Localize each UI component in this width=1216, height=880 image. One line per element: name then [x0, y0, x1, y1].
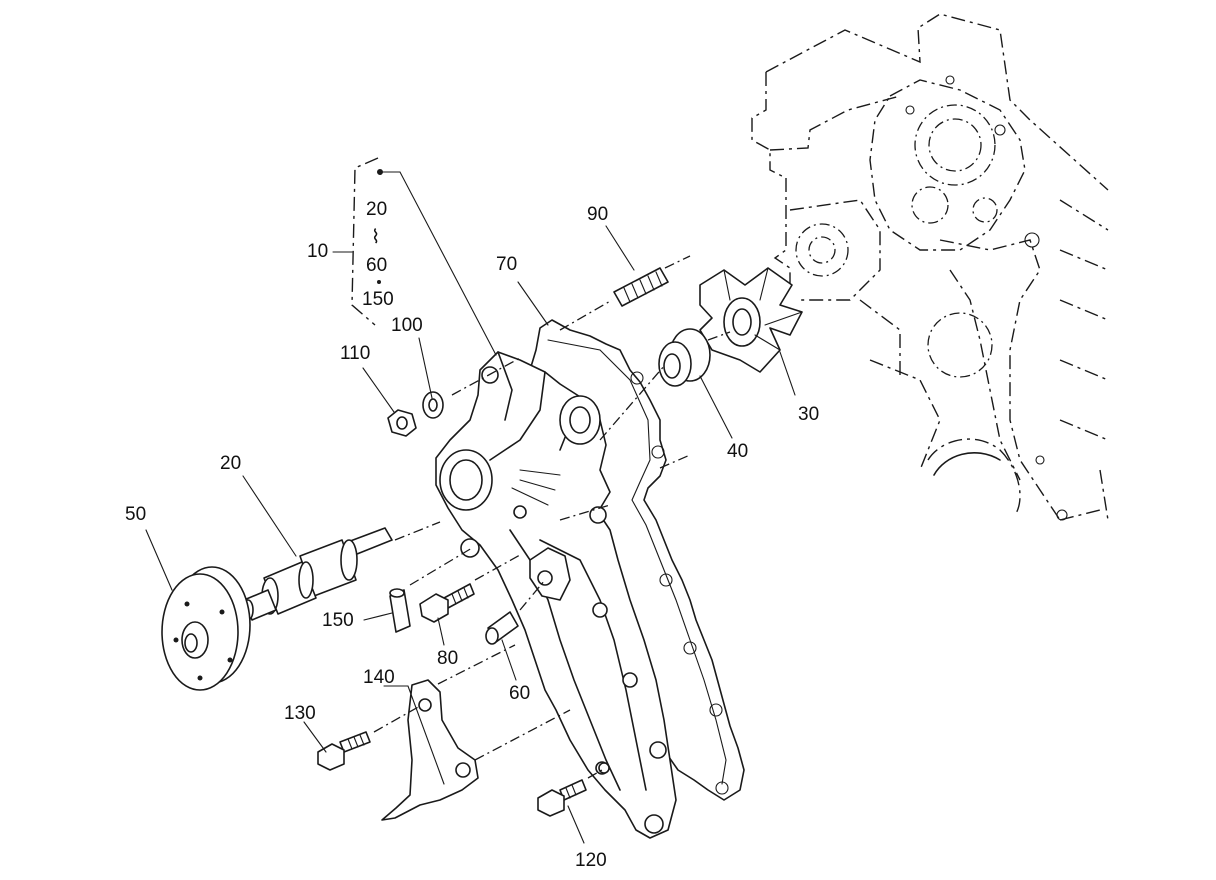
callout-10: 10: [307, 241, 328, 262]
bolt-part-120: [537, 762, 610, 817]
callout-80: 80: [437, 648, 458, 669]
callout-20: 20: [220, 453, 241, 474]
callout-90: 90: [587, 204, 608, 225]
assembly-axes: [373, 255, 731, 779]
callout-50: 50: [125, 504, 146, 525]
callout-120: 120: [575, 850, 607, 871]
callout-labels: 10 20 ⌇ 60 150 90 70 100 110 30 40 20 50…: [125, 199, 819, 871]
callout-140: 140: [363, 667, 395, 688]
sleeve-part-60: [485, 611, 519, 645]
callout-70: 70: [496, 254, 517, 275]
kit-bracket-10: [351, 157, 379, 326]
callout-150: 150: [322, 610, 354, 631]
callout-40: 40: [727, 441, 748, 462]
shaft-part-20: [242, 527, 393, 621]
washer-part-100: [422, 391, 444, 419]
leader-lines: [145, 157, 796, 844]
flange-part-50: [161, 566, 251, 691]
kit-range-last: 60: [366, 255, 387, 276]
stud-part-90: [613, 267, 669, 307]
bolt-part-80: [419, 583, 475, 623]
callout-30: 30: [798, 404, 819, 425]
callout-130: 130: [284, 703, 316, 724]
engine-block-phantom: [751, 13, 1109, 521]
pump-housing: [435, 351, 677, 839]
callout-60: 60: [509, 683, 530, 704]
pin-part-150: [389, 588, 411, 633]
nut-part-110: [387, 409, 417, 437]
callout-100: 100: [391, 315, 423, 336]
callout-110: 110: [340, 343, 370, 364]
bracket-part-140: [381, 679, 479, 821]
kit-extra-part: 150: [362, 289, 394, 310]
seal-part-40: [658, 328, 711, 387]
impeller-part-30: [699, 267, 803, 373]
kit-range-first: 20: [366, 199, 387, 220]
kit-range-symbol: ⌇: [371, 227, 380, 248]
